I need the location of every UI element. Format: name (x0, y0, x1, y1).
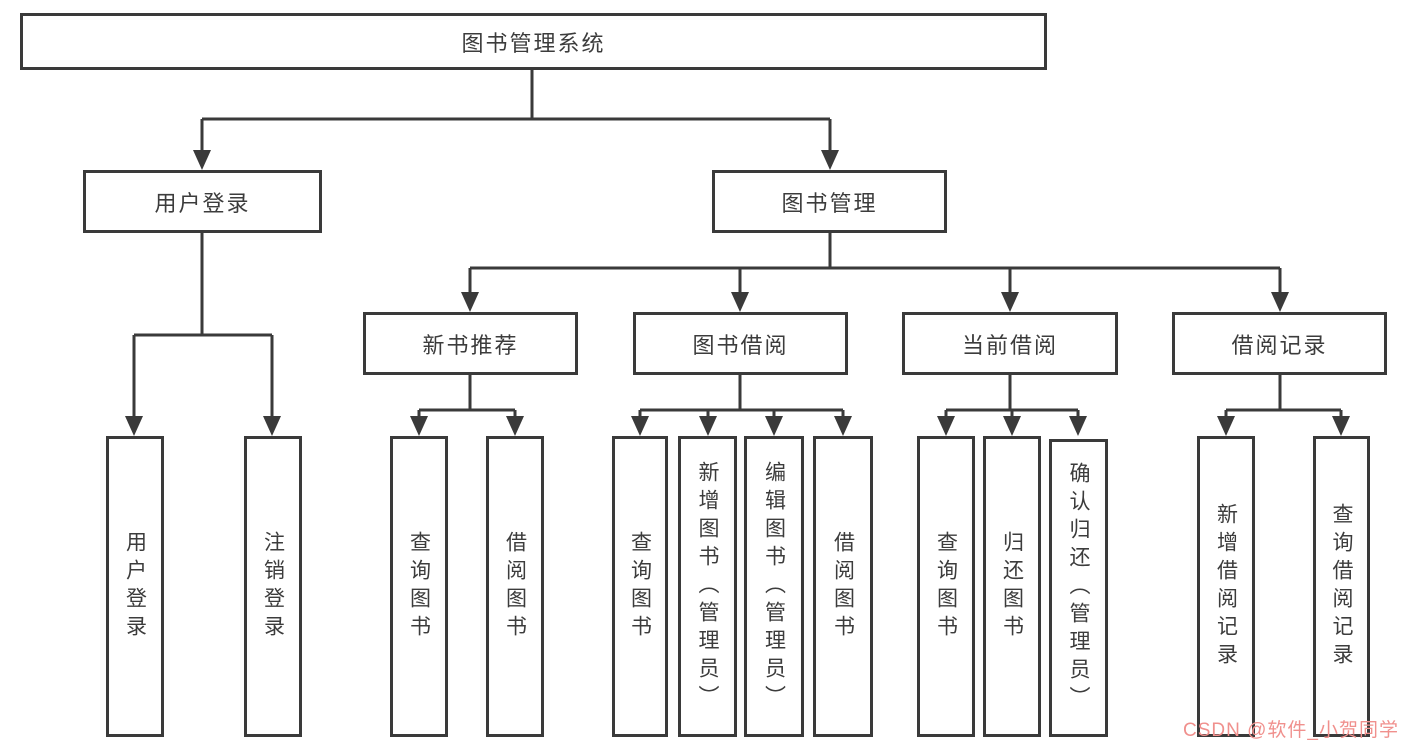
arrowhead-down-icon (461, 292, 479, 312)
leaf-query-borrow-record: 查询借阅记录 (1313, 436, 1370, 737)
leaf-add-borrow-record: 新增借阅记录 (1197, 436, 1255, 737)
arrowhead-down-icon (731, 292, 749, 312)
leaf-confirm-return-admin: 确认归还（管理员） (1049, 439, 1108, 737)
node-new-book-recommendation: 新书推荐 (363, 312, 578, 375)
leaf-query-books-current: 查询图书 (917, 436, 975, 737)
arrowhead-down-icon (1332, 416, 1350, 436)
arrowhead-down-icon (821, 150, 839, 170)
leaf-add-book-admin: 新增图书（管理员） (678, 436, 737, 737)
arrowhead-down-icon (263, 416, 281, 436)
leaf-return-books: 归还图书 (983, 436, 1041, 737)
node-book-borrowing: 图书借阅 (633, 312, 848, 375)
node-current-borrowing: 当前借阅 (902, 312, 1118, 375)
leaf-query-books-recommend: 查询图书 (390, 436, 448, 737)
arrowhead-down-icon (1069, 416, 1087, 436)
node-book-management: 图书管理 (712, 170, 947, 233)
arrowhead-down-icon (1003, 416, 1021, 436)
arrowhead-down-icon (1271, 292, 1289, 312)
leaf-user-login: 用户登录 (106, 436, 164, 737)
arrowhead-down-icon (125, 416, 143, 436)
arrowhead-down-icon (631, 416, 649, 436)
arrowhead-down-icon (410, 416, 428, 436)
arrowhead-down-icon (765, 416, 783, 436)
node-library-management-system: 图书管理系统 (20, 13, 1047, 70)
arrowhead-down-icon (193, 150, 211, 170)
arrowhead-down-icon (937, 416, 955, 436)
leaf-borrow-books: 借阅图书 (813, 436, 873, 737)
csdn-watermark: CSDN @软件_小贺同学 (1183, 720, 1399, 741)
connector-path (132, 70, 1343, 421)
leaf-edit-book-admin: 编辑图书（管理员） (744, 436, 804, 737)
arrowhead-down-icon (1217, 416, 1235, 436)
arrowhead-down-icon (834, 416, 852, 436)
leaf-logout: 注销登录 (244, 436, 302, 737)
node-user-login: 用户登录 (83, 170, 322, 233)
node-borrowing-records: 借阅记录 (1172, 312, 1387, 375)
leaf-borrow-books-recommend: 借阅图书 (486, 436, 544, 737)
leaf-query-books-borrow: 查询图书 (612, 436, 668, 737)
arrowhead-down-icon (506, 416, 524, 436)
arrowhead-down-icon (1001, 292, 1019, 312)
arrowhead-down-icon (699, 416, 717, 436)
